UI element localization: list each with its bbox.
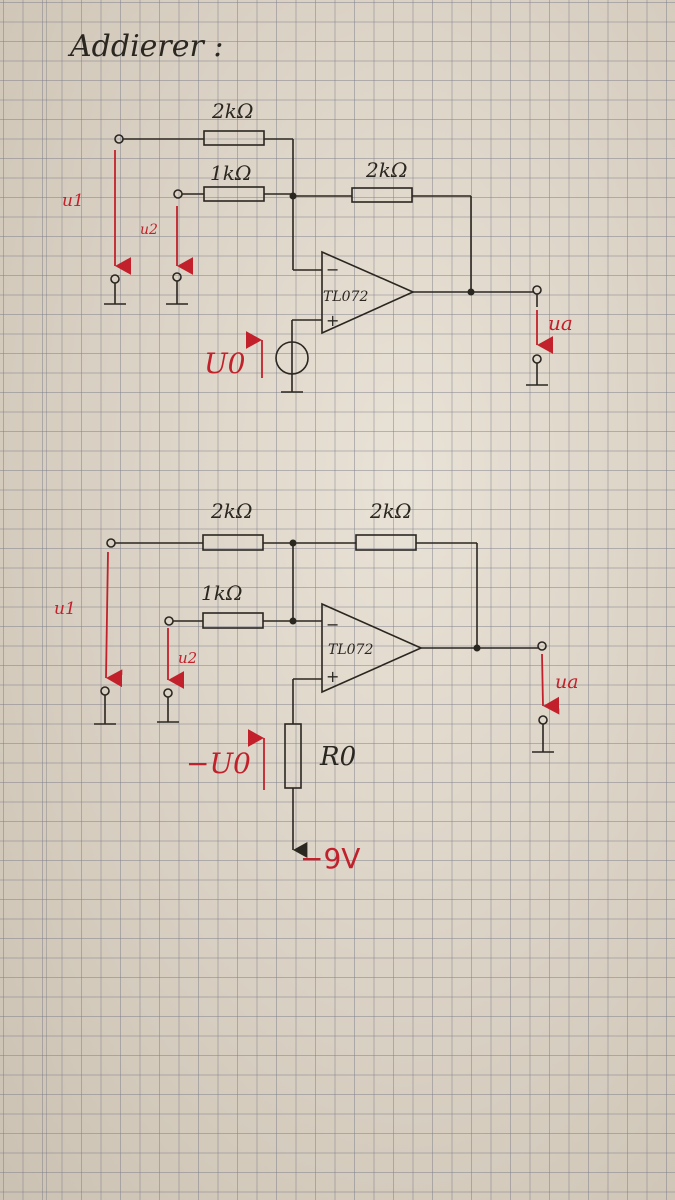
label-rf-top: 2kΩ — [365, 158, 407, 182]
terminal-u2-top — [173, 189, 183, 199]
arrow-u1-bottom — [105, 551, 123, 688]
opamp-label-bottom: TL072 — [328, 642, 373, 658]
terminal-u2-bottom — [164, 616, 174, 626]
terminal-ua-bottom — [537, 641, 547, 651]
label-ua-bottom: ua — [555, 671, 579, 693]
node-out-bottom — [473, 644, 481, 652]
resistor-r1-bottom — [202, 534, 264, 551]
label-r0-bottom: R0 — [319, 742, 356, 772]
label-u2-top: u2 — [140, 222, 158, 238]
opamp-minus-top: − — [326, 260, 339, 279]
opamp-label-top: TL072 — [323, 289, 368, 305]
resistor-r1-top — [203, 130, 265, 146]
page-title: Addierer : — [67, 29, 224, 64]
terminal-u1-bottom — [106, 538, 116, 548]
opamp-top — [321, 250, 415, 335]
arrow-ua-bottom — [541, 653, 560, 715]
opamp-bottom — [321, 602, 423, 694]
resistor-r0 — [284, 723, 302, 789]
label-rf-bottom: 2kΩ — [369, 499, 411, 523]
resistor-rf-top — [351, 187, 413, 203]
label-ua-top: ua — [548, 311, 573, 335]
label-u0-bottom: −U0 — [186, 747, 251, 780]
terminal-ua-top — [532, 285, 542, 295]
terminal-u1-top — [114, 134, 124, 144]
opamp-minus-bottom: − — [326, 615, 339, 634]
label-supply-bottom: −9V — [300, 842, 360, 875]
circuit-bottom: − + TL072 — [54, 499, 579, 875]
resistor-rf-bottom — [355, 534, 417, 551]
opamp-plus-bottom: + — [326, 667, 339, 686]
label-r1-top: 2kΩ — [211, 99, 253, 123]
label-r1-bottom: 2kΩ — [210, 499, 252, 523]
label-u0-top: U0 — [204, 347, 245, 380]
circuit-top: − + TL072 — [62, 99, 573, 393]
resistor-r2-top — [203, 186, 265, 202]
label-u1-top: u1 — [62, 191, 84, 211]
resistor-r2-bottom — [202, 612, 264, 629]
label-r2-top: 1kΩ — [210, 161, 251, 185]
node-out-top — [467, 288, 475, 296]
margin-line — [46, 0, 47, 1200]
opamp-plus-top: + — [326, 311, 339, 330]
label-u2-bottom: u2 — [178, 649, 197, 667]
label-u1-bottom: u1 — [54, 599, 76, 619]
label-r2-bottom: 1kΩ — [201, 581, 242, 605]
